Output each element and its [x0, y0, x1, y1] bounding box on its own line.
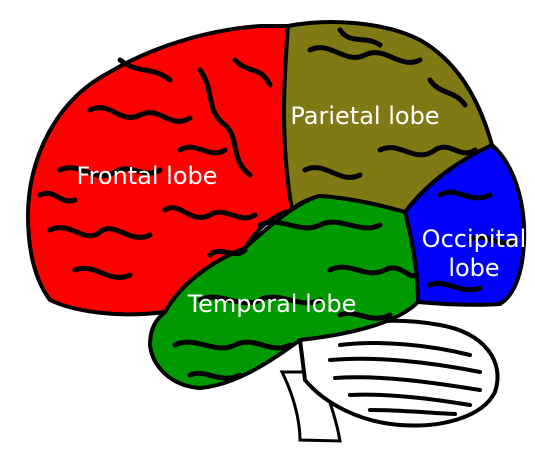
frontal-lobe-label: Frontal lobe	[76, 162, 217, 190]
parietal-lobe-label: Parietal lobe	[290, 102, 439, 130]
temporal-lobe-label: Temporal lobe	[187, 290, 357, 318]
occipital-lobe-label-line1: Occipital	[422, 225, 527, 253]
occipital-lobe-label-line2: lobe	[448, 254, 499, 282]
